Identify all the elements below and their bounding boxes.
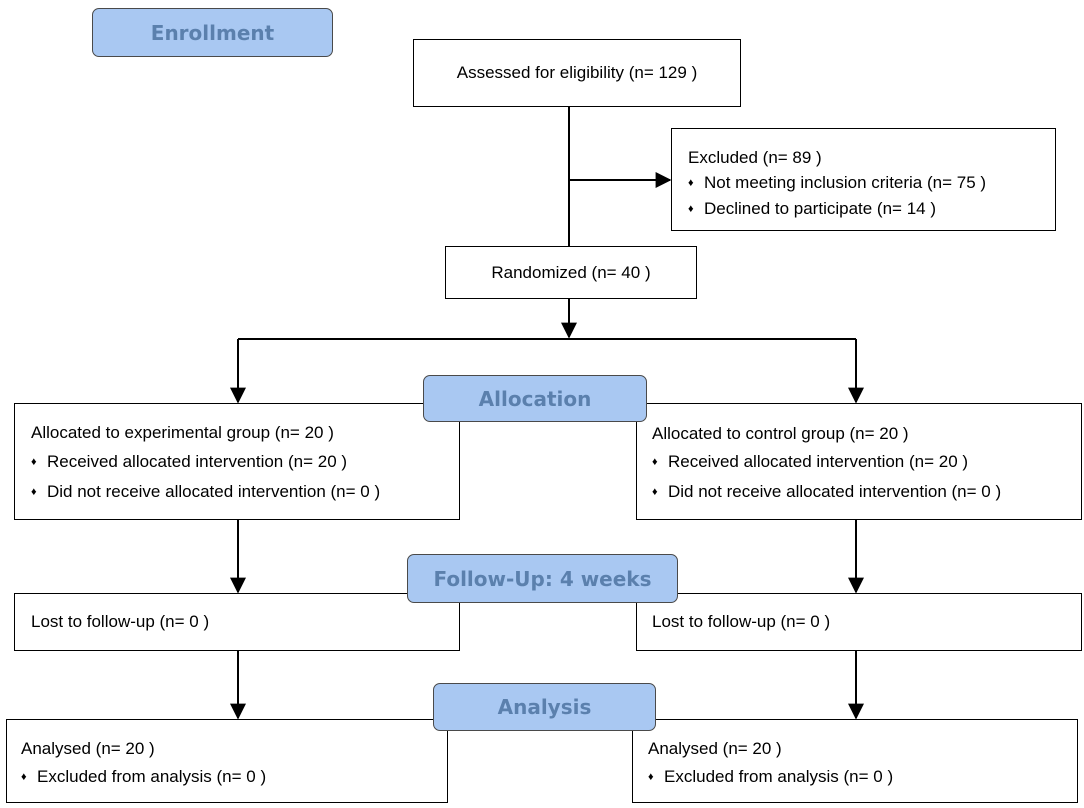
assessed-eligibility-text: Assessed for eligibility (n= 129 ) xyxy=(456,63,698,83)
followup-left-text: Lost to follow-up (n= 0 ) xyxy=(31,612,210,631)
analysis-right-title: Analysed (n= 20 ) xyxy=(648,739,782,758)
followup-right-box: Lost to follow-up (n= 0 ) xyxy=(636,593,1082,651)
allocation-right-item: Did not receive allocated intervention (… xyxy=(652,481,1081,502)
allocation-right-item: Received allocated intervention (n= 20 ) xyxy=(652,451,1081,472)
analysis-left-item: Excluded from analysis (n= 0 ) xyxy=(21,766,447,787)
excluded-item: Declined to participate (n= 14 ) xyxy=(688,198,1055,219)
excluded-item: Not meeting inclusion criteria (n= 75 ) xyxy=(688,172,1055,193)
followup-right-text: Lost to follow-up (n= 0 ) xyxy=(652,612,831,631)
excluded-box: Excluded (n= 89 ) Not meeting inclusion … xyxy=(671,128,1056,231)
assessed-eligibility-box: Assessed for eligibility (n= 129 ) xyxy=(413,39,741,107)
analysis-right-box: Analysed (n= 20 ) Excluded from analysis… xyxy=(632,719,1078,803)
randomized-text: Randomized (n= 40 ) xyxy=(491,262,651,282)
stage-label-enrollment: Enrollment xyxy=(92,8,333,57)
stage-label-analysis: Analysis xyxy=(433,683,656,731)
randomized-box: Randomized (n= 40 ) xyxy=(445,246,697,299)
allocation-left-box: Allocated to experimental group (n= 20 )… xyxy=(14,403,460,520)
excluded-title: Excluded (n= 89 ) xyxy=(688,148,822,167)
stage-label-followup: Follow-Up: 4 weeks xyxy=(407,554,678,603)
stage-label-allocation: Allocation xyxy=(423,375,647,422)
allocation-right-title: Allocated to control group (n= 20 ) xyxy=(652,424,909,443)
allocation-left-title: Allocated to experimental group (n= 20 ) xyxy=(31,423,334,442)
followup-left-box: Lost to follow-up (n= 0 ) xyxy=(14,593,460,651)
allocation-left-item: Received allocated intervention (n= 20 ) xyxy=(31,451,459,472)
allocation-left-item: Did not receive allocated intervention (… xyxy=(31,481,459,502)
analysis-right-item: Excluded from analysis (n= 0 ) xyxy=(648,766,1077,787)
analysis-left-title: Analysed (n= 20 ) xyxy=(21,739,155,758)
analysis-left-box: Analysed (n= 20 ) Excluded from analysis… xyxy=(6,719,448,803)
allocation-right-box: Allocated to control group (n= 20 ) Rece… xyxy=(636,403,1082,520)
